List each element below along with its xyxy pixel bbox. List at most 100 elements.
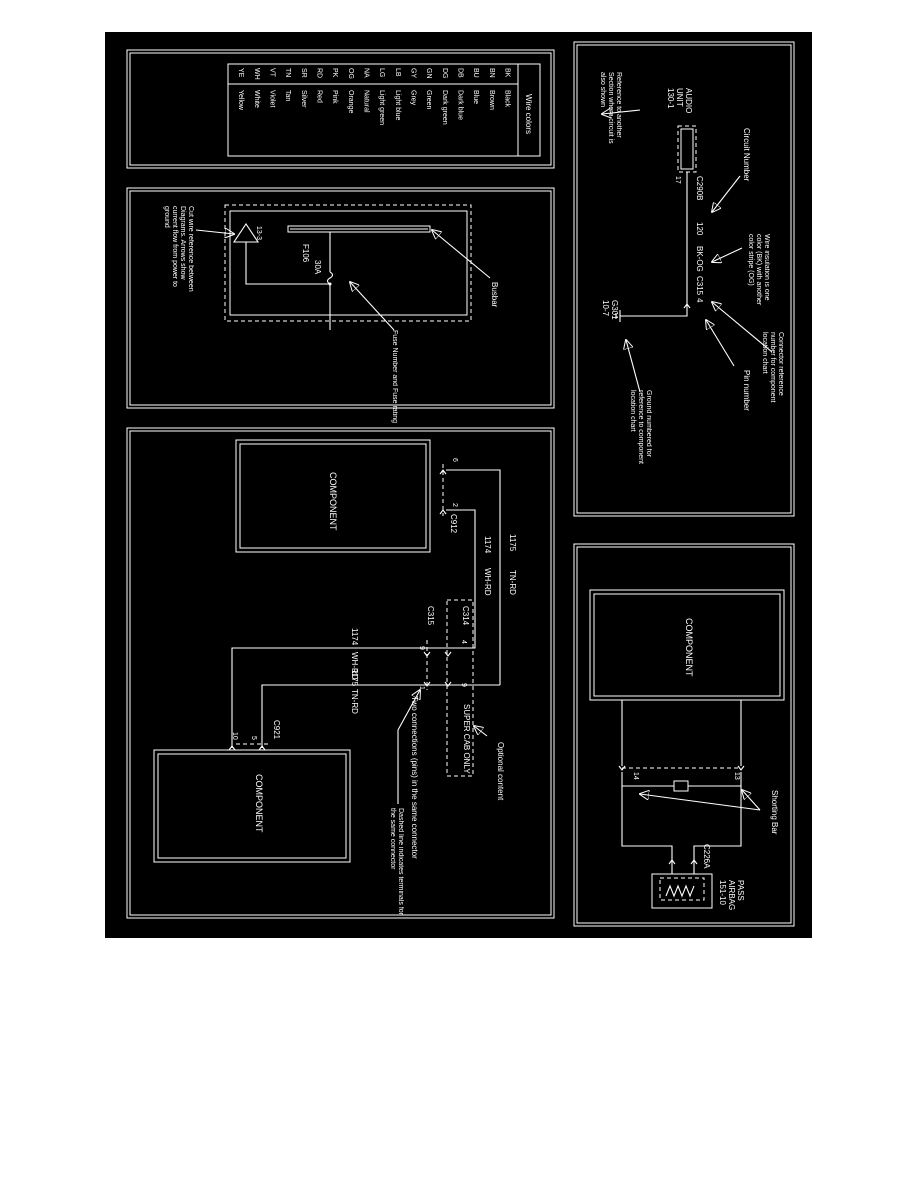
legend-color-name: Blue — [472, 90, 479, 104]
c315-label: C315 — [426, 606, 435, 626]
legend-code: GN — [425, 68, 432, 79]
tn-rd-label-top: TN-RD — [508, 570, 517, 595]
tn-rd-label-bottom: TN-RD — [350, 689, 359, 714]
audio-connector-label: C290B — [695, 176, 704, 200]
legend-color-name: Tan — [284, 90, 291, 101]
legend-color-name: Black — [503, 90, 510, 108]
wire-color-label: BK-OG — [695, 246, 704, 272]
airbag-component — [589, 589, 785, 701]
fuse-symbol — [326, 271, 334, 285]
wire-1174-label-bottom: 1174 — [350, 628, 359, 646]
legend-color-name: Red — [315, 90, 322, 103]
legend-color-name: Brown — [488, 90, 495, 110]
audio-pin-17: 17 — [674, 176, 681, 184]
c921-label: C921 — [272, 720, 281, 740]
legend-code: PK — [331, 68, 338, 78]
c314-label: C314 — [461, 606, 470, 626]
multi-panel-frame — [126, 427, 555, 919]
pin-2-label: 2 — [451, 503, 458, 507]
two-connections-callout: Two connections (pins) in the same conne… — [410, 696, 419, 859]
wire-1175-bottom — [261, 684, 500, 748]
wire-1175-label-top: 1175 — [508, 534, 517, 552]
connector-ref-callout: Connector reference number for component… — [761, 332, 784, 403]
legend-code: BK — [503, 68, 510, 78]
pin-13-label: 13 — [733, 772, 740, 780]
legend-code: LB — [394, 68, 401, 77]
connector-ref-label: C315 — [695, 276, 704, 296]
fuse-number-label: F106 — [301, 244, 310, 263]
airbag-panel: COMPONENT 14 13 Shorting Bar C226A PASS … — [573, 543, 795, 927]
component-bottom — [153, 749, 351, 863]
pin-4-label: 4 — [460, 640, 467, 644]
audio-panel-frame — [573, 41, 795, 517]
legend-code: DG — [441, 68, 448, 79]
legend-color-name: Dark blue — [456, 90, 463, 120]
reference-callout: Reference to another Section where circu… — [599, 72, 622, 144]
airbag-connector-label: C226A — [702, 844, 711, 869]
shorting-bar-resistor — [673, 780, 689, 792]
airbag-component-label: COMPONENT — [684, 618, 694, 677]
legend-code: GY — [409, 68, 416, 78]
ground-ref-label: 10-7 — [601, 300, 610, 317]
airbag-squib — [665, 884, 695, 898]
busbar — [287, 225, 431, 233]
fuse-panel-frame — [126, 187, 555, 409]
legend-color-name: Green — [425, 90, 432, 110]
cut-wire-callout: Cut wire reference between Diagrams. Arr… — [163, 206, 194, 292]
legend-code: BN — [488, 68, 495, 78]
super-cab-label: SUPER CAB ONLY — [462, 704, 471, 774]
pin-5-label: 5 — [250, 736, 257, 740]
legend-panel-frame — [126, 49, 555, 169]
legend-color-name: Light green — [378, 90, 385, 125]
optional-content-callout: Optional content — [496, 742, 505, 801]
legend-color-name: Natural — [362, 90, 369, 113]
legend-code: TN — [284, 68, 291, 77]
audio-unit-line1: AUDIO — [684, 88, 693, 113]
fuse-panel: 13-3 30A F106 Busbar Fuse Number and Fus… — [126, 187, 555, 423]
legend-color-name: Violet — [268, 90, 275, 107]
legend-color-name: Light blue — [394, 90, 401, 120]
optional-content-box — [446, 599, 474, 777]
legend-color-name: Grey — [409, 90, 416, 106]
cut-wire-triangle — [232, 223, 260, 243]
component-bottom-label: COMPONENT — [254, 774, 264, 833]
component-top — [235, 439, 431, 553]
airbag-line1: PASS — [736, 880, 745, 901]
audio-unit-ref: 130-1 — [666, 88, 675, 109]
ground-callout: Ground numbered for reference to compone… — [629, 390, 652, 464]
legend-code: OG — [347, 68, 354, 79]
component-top-label: COMPONENT — [328, 472, 338, 531]
dashed-line-callout: Dashed line indicates terminals for the … — [389, 808, 404, 915]
legend-code: YE — [237, 68, 244, 78]
legend-code: NA — [362, 68, 369, 78]
circuit-number-callout: Circuit Number — [742, 128, 751, 182]
wh-rd-label-bottom: WH-RD — [350, 652, 359, 680]
legend-code: SR — [300, 68, 307, 78]
busbar-label: Busbar — [490, 282, 499, 308]
legend-color-name: Dark green — [441, 90, 448, 125]
wire-insulation-callout: Wire insulation is one color (BK) with a… — [747, 234, 770, 306]
fuse-callout: Fuse Number and Fuse rating — [391, 330, 398, 423]
legend-code: VT — [268, 68, 275, 78]
wire-1174-label-top: 1174 — [483, 536, 492, 554]
audio-panel: AUDIO UNIT 130-1 17 C290B 120 BK-OG C315… — [573, 41, 795, 517]
wire-1174-bottom — [231, 644, 476, 748]
multi-panel: COMPONENT 6 2 C912 1175 TN-RD 1174 WH-RD… — [126, 427, 555, 919]
airbag-module — [651, 873, 713, 909]
legend-color-name: Orange — [347, 90, 354, 113]
connector-pin-4: 4 — [695, 298, 704, 303]
legend-code: RD — [315, 68, 322, 78]
pin-1-label: 1 — [418, 686, 425, 690]
legend-color-name: Pink — [331, 90, 338, 104]
wh-rd-label-top: WH-RD — [483, 568, 492, 596]
airbag-panel-frame — [573, 543, 795, 927]
airbag-ref: 151-10 — [718, 880, 727, 905]
circuit-number-label: 120 — [695, 222, 704, 236]
airbag-line2: AIRBAG — [727, 880, 736, 910]
legend-code: DB — [456, 68, 463, 78]
legend-color-name: Silver — [300, 90, 307, 108]
legend-title: Wire colors — [524, 94, 533, 134]
cut-ref-label: 13-3 — [255, 226, 262, 240]
